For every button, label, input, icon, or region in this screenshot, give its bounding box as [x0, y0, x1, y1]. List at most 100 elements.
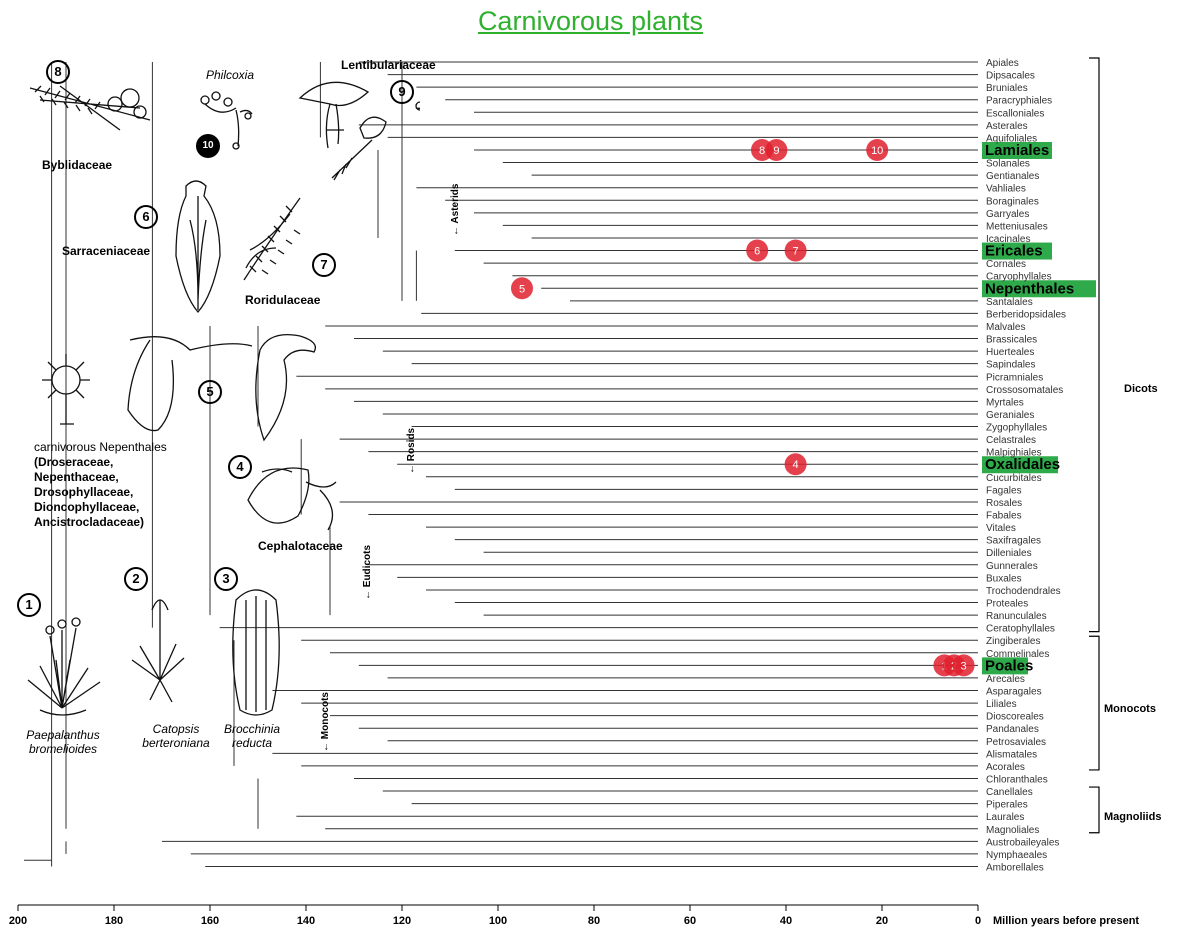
order-label: Dilleniales: [986, 548, 1032, 559]
order-label: Escalloniales: [986, 108, 1044, 119]
order-label: Berberidopsidales: [986, 309, 1066, 320]
marker-10: 10: [866, 139, 888, 161]
bracket-magnoliids: [1089, 787, 1099, 833]
order-label: Dipsacales: [986, 71, 1035, 82]
order-label: Sapindales: [986, 360, 1035, 371]
axis-tick-label: 20: [876, 915, 888, 927]
order-label-highlighted: Poales: [985, 657, 1033, 674]
marker-6: 6: [746, 240, 768, 262]
order-label: Gentianales: [986, 171, 1039, 182]
marker-label: 6: [754, 246, 760, 258]
marker-4: 4: [785, 453, 807, 475]
order-label: Arecales: [986, 674, 1025, 685]
clade-labels: ← Asterids ← Rosids ← Eudicots ← Monocots: [320, 183, 461, 752]
order-label: Vitales: [986, 523, 1016, 534]
order-label: Gunnerales: [986, 561, 1038, 572]
order-label: Amborellales: [986, 862, 1044, 873]
species-paepalanthus: Paepalanthusbromelioides: [18, 728, 108, 756]
order-label: Petrosaviales: [986, 737, 1046, 748]
order-label: Laurales: [986, 812, 1024, 823]
order-label-highlighted: Nepenthales: [985, 280, 1074, 297]
icon-number-1: 1: [17, 593, 41, 617]
marker-label: 3: [961, 660, 967, 672]
axis-tick-label: 80: [588, 915, 600, 927]
axis-tick-label: 140: [297, 915, 315, 927]
marker-label: 4: [793, 459, 799, 471]
order-label: Cornales: [986, 259, 1026, 270]
order-label: Buxales: [986, 573, 1022, 584]
order-label: Paracryphiales: [986, 96, 1052, 107]
marker-label: 9: [773, 145, 779, 157]
axis-tick-label: 60: [684, 915, 696, 927]
marker-label: 5: [519, 283, 525, 295]
order-label: Garryales: [986, 209, 1029, 220]
family-philcoxia: Philcoxia: [206, 68, 254, 82]
family-cephalotaceae: Cephalotaceae: [258, 539, 343, 553]
order-label: Asparagales: [986, 687, 1042, 698]
axis-tick-label: 180: [105, 915, 123, 927]
clade-label-asterids: ← Asterids: [450, 183, 461, 236]
icon-number-9: 9: [390, 80, 414, 104]
marker-label: 10: [871, 145, 883, 157]
order-label: Myrtales: [986, 397, 1024, 408]
marker-5: 5: [511, 277, 533, 299]
family-byblidaceae: Byblidaceae: [42, 158, 112, 172]
order-label: Nymphaeales: [986, 850, 1047, 861]
axis-tick-label: 160: [201, 915, 219, 927]
family-roridulaceae: Roridulaceae: [245, 293, 320, 307]
order-label: Picramniales: [986, 372, 1043, 383]
marker-label: 7: [793, 246, 799, 258]
group-label-monocots: Monocots: [1104, 703, 1156, 715]
order-label: Fabales: [986, 511, 1022, 522]
order-label: Brassicales: [986, 335, 1037, 346]
carn-family-1: (Droseraceae,: [34, 455, 167, 470]
clade-label-monocots: ← Monocots: [320, 692, 331, 752]
order-label: Solanales: [986, 159, 1030, 170]
marker-layer: 89106754123: [511, 139, 975, 676]
order-label: Alismatales: [986, 749, 1037, 760]
axis-tick-label: 120: [393, 915, 411, 927]
icon-number-3: 3: [214, 567, 238, 591]
clade-label-eudicots: ← Eudicots: [362, 545, 373, 600]
family-sarraceniaceae: Sarraceniaceae: [62, 244, 150, 258]
axis-tick-label: 200: [9, 915, 27, 927]
order-label: Zygophyllales: [986, 423, 1047, 434]
order-label-highlighted: Ericales: [985, 243, 1043, 260]
order-label: Celastrales: [986, 435, 1036, 446]
axis-tick-label: 0: [975, 915, 981, 927]
order-label: Apiales: [986, 58, 1019, 69]
bracket-dicots: [1089, 58, 1099, 632]
order-label: Crossosomatales: [986, 385, 1063, 396]
order-label: Proteales: [986, 599, 1028, 610]
order-label: Dioscoreales: [986, 712, 1044, 723]
order-label: Liliales: [986, 699, 1017, 710]
order-label: Austrobaileyales: [986, 837, 1059, 848]
order-label: Boraginales: [986, 196, 1039, 207]
order-label: Rosales: [986, 498, 1022, 509]
icon-number-10: 10: [196, 134, 220, 158]
group-label-dicots: Dicots: [1124, 383, 1158, 395]
axis-tick-label: 100: [489, 915, 507, 927]
marker-3: 3: [953, 654, 975, 676]
order-label: Magnoliales: [986, 825, 1039, 836]
order-label: Huerteales: [986, 347, 1034, 358]
axis-label: Million years before present: [993, 915, 1139, 927]
order-label: Canellales: [986, 787, 1033, 798]
bracket-monocots: [1089, 636, 1099, 770]
order-label: Metteniusales: [986, 221, 1048, 232]
order-label-highlighted: Oxalidales: [985, 456, 1060, 473]
order-label: Ranunculales: [986, 611, 1047, 622]
marker-label: 8: [759, 145, 765, 157]
order-label: Geraniales: [986, 410, 1034, 421]
order-label: Santalales: [986, 297, 1033, 308]
order-label: Saxifragales: [986, 536, 1041, 547]
clade-label-rosids: ← Rosids: [406, 427, 417, 474]
order-label: Piperales: [986, 800, 1028, 811]
icon-number-2: 2: [124, 567, 148, 591]
family-lentibulariaceae: Lentibulariaceae: [341, 58, 436, 72]
marker-9: 9: [765, 139, 787, 161]
order-label: Acorales: [986, 762, 1025, 773]
order-label: Pandanales: [986, 724, 1039, 735]
